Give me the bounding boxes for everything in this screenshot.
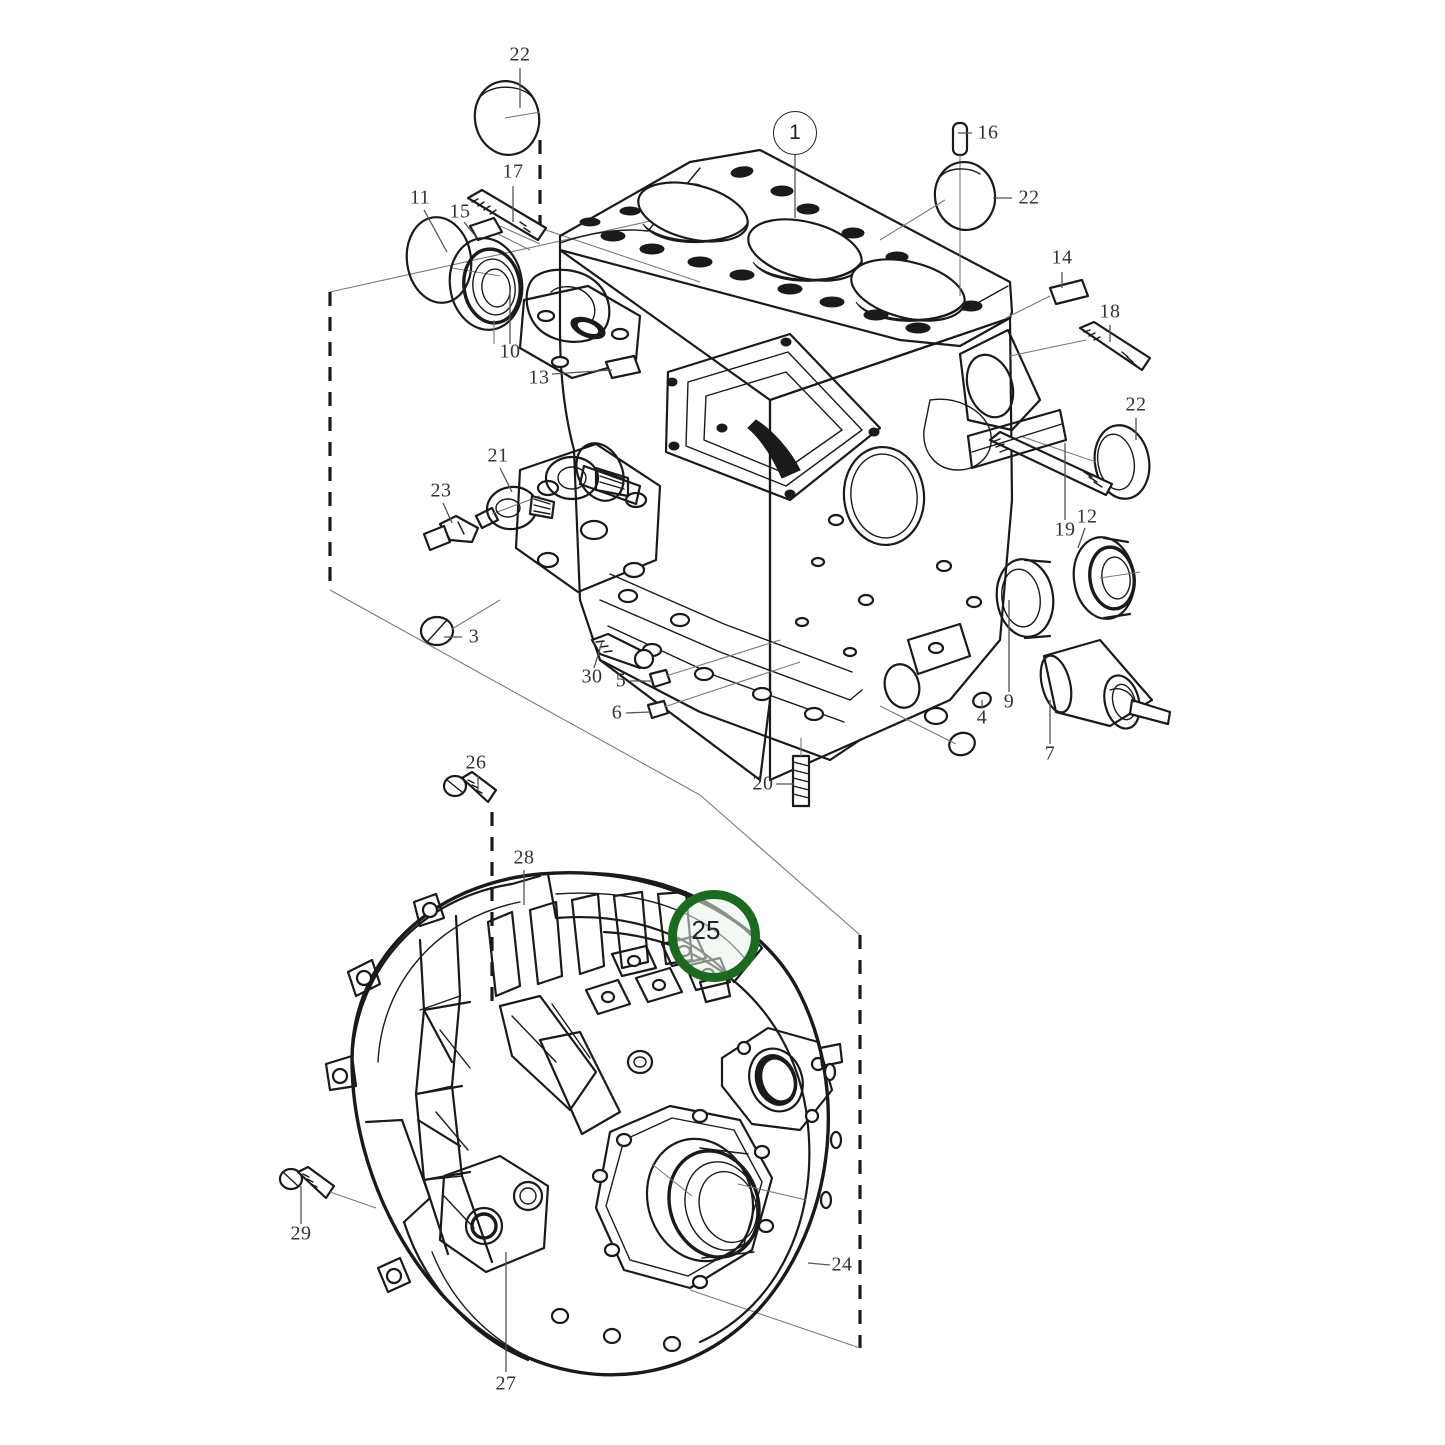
part-22-core-plug-mid [1019, 424, 1151, 500]
callout-16[interactable]: 16 [977, 121, 999, 144]
leader-line-12 [1077, 527, 1086, 549]
leader-line-24 [807, 1262, 831, 1266]
part-7-oil-filter [1039, 638, 1172, 730]
callout-12[interactable]: 12 [1076, 505, 1098, 528]
leader-line-13 [551, 369, 613, 375]
callout-28[interactable]: 28 [513, 846, 535, 869]
callout-7[interactable]: 7 [1044, 742, 1056, 765]
part-10-ball-bearing [448, 237, 524, 344]
part-5-washer [648, 639, 781, 689]
callout-5[interactable]: 5 [615, 669, 627, 692]
callout-27[interactable]: 27 [495, 1372, 517, 1395]
leader-line-30 [593, 641, 603, 669]
part-23-sender-switch [422, 495, 541, 552]
callout-1[interactable]: 1 [773, 111, 817, 155]
bell-housing [324, 871, 844, 1377]
idler-shaft-support [966, 408, 1068, 470]
part-16-dowel-pin [951, 121, 969, 296]
callout-30[interactable]: 30 [581, 665, 603, 688]
callout-11[interactable]: 11 [409, 186, 431, 209]
callout-3[interactable]: 3 [468, 625, 480, 648]
part-17-stud [466, 188, 548, 245]
part-22-core-plug-right [879, 160, 997, 241]
idler-shaft [988, 430, 1114, 497]
part-30-bolt [590, 632, 655, 670]
callout-4[interactable]: 4 [976, 706, 988, 729]
part-6-washer [646, 661, 801, 720]
part-22-core-plug-top [473, 80, 541, 156]
starter-mount-flange [720, 1026, 834, 1132]
leader-line-15 [463, 221, 478, 239]
part-29-bolt [278, 1165, 377, 1209]
part-12-bushing [1072, 536, 1141, 620]
side-cover-opening [664, 332, 882, 502]
callout-leader-lines [300, 68, 1137, 1372]
oil-pressure-boss [544, 455, 630, 501]
callout-18[interactable]: 18 [1099, 300, 1121, 323]
leader-line-6 [625, 711, 651, 714]
callout-22[interactable]: 22 [509, 43, 531, 66]
part-4-plug [879, 691, 992, 757]
bell-internal-ribs [414, 914, 494, 1264]
callout-13[interactable]: 13 [528, 366, 550, 389]
callout-23[interactable]: 23 [430, 479, 452, 502]
upper-assembly-bracket [328, 140, 701, 796]
callout-15[interactable]: 15 [449, 200, 471, 223]
highlighted-part-number: 25 [691, 914, 721, 945]
rear-face-bore [842, 445, 926, 547]
callout-17[interactable]: 17 [502, 160, 524, 183]
output-seal-flange [591, 1104, 775, 1290]
part-27-bushing [438, 1154, 550, 1274]
callout-22[interactable]: 22 [1125, 393, 1147, 416]
callout-21[interactable]: 21 [487, 444, 509, 467]
part-20-spring-pin [791, 738, 811, 808]
callout-22[interactable]: 22 [1018, 186, 1040, 209]
part-19-sleeve [995, 558, 1055, 640]
leader-line-11 [423, 209, 448, 253]
part-3-plug [419, 599, 501, 647]
leader-line-21 [499, 467, 513, 493]
callout-14[interactable]: 14 [1051, 246, 1073, 269]
callout-29[interactable]: 29 [290, 1222, 312, 1245]
callout-26[interactable]: 26 [465, 751, 487, 774]
part-13-dowel [604, 354, 642, 380]
callout-24[interactable]: 24 [831, 1253, 853, 1276]
part-24-oil-seal [645, 1137, 807, 1263]
part-26-bolt [442, 770, 498, 804]
bell-face-hole [626, 1049, 654, 1075]
callout-20[interactable]: 20 [752, 772, 774, 795]
cylinder-bores [637, 181, 966, 322]
callout-10[interactable]: 10 [499, 340, 521, 363]
center-threaded-boss [575, 442, 642, 506]
leader-line-23 [442, 502, 453, 524]
part-18-stud [1009, 320, 1152, 372]
callout-9[interactable]: 9 [1003, 690, 1015, 713]
lower-assembly-bracket [490, 794, 862, 1349]
callout-19[interactable]: 19 [1054, 518, 1076, 541]
highlighted-part-25-badge[interactable]: 25 [668, 890, 760, 982]
part-14-key [1005, 278, 1090, 319]
callout-6[interactable]: 6 [611, 701, 623, 724]
